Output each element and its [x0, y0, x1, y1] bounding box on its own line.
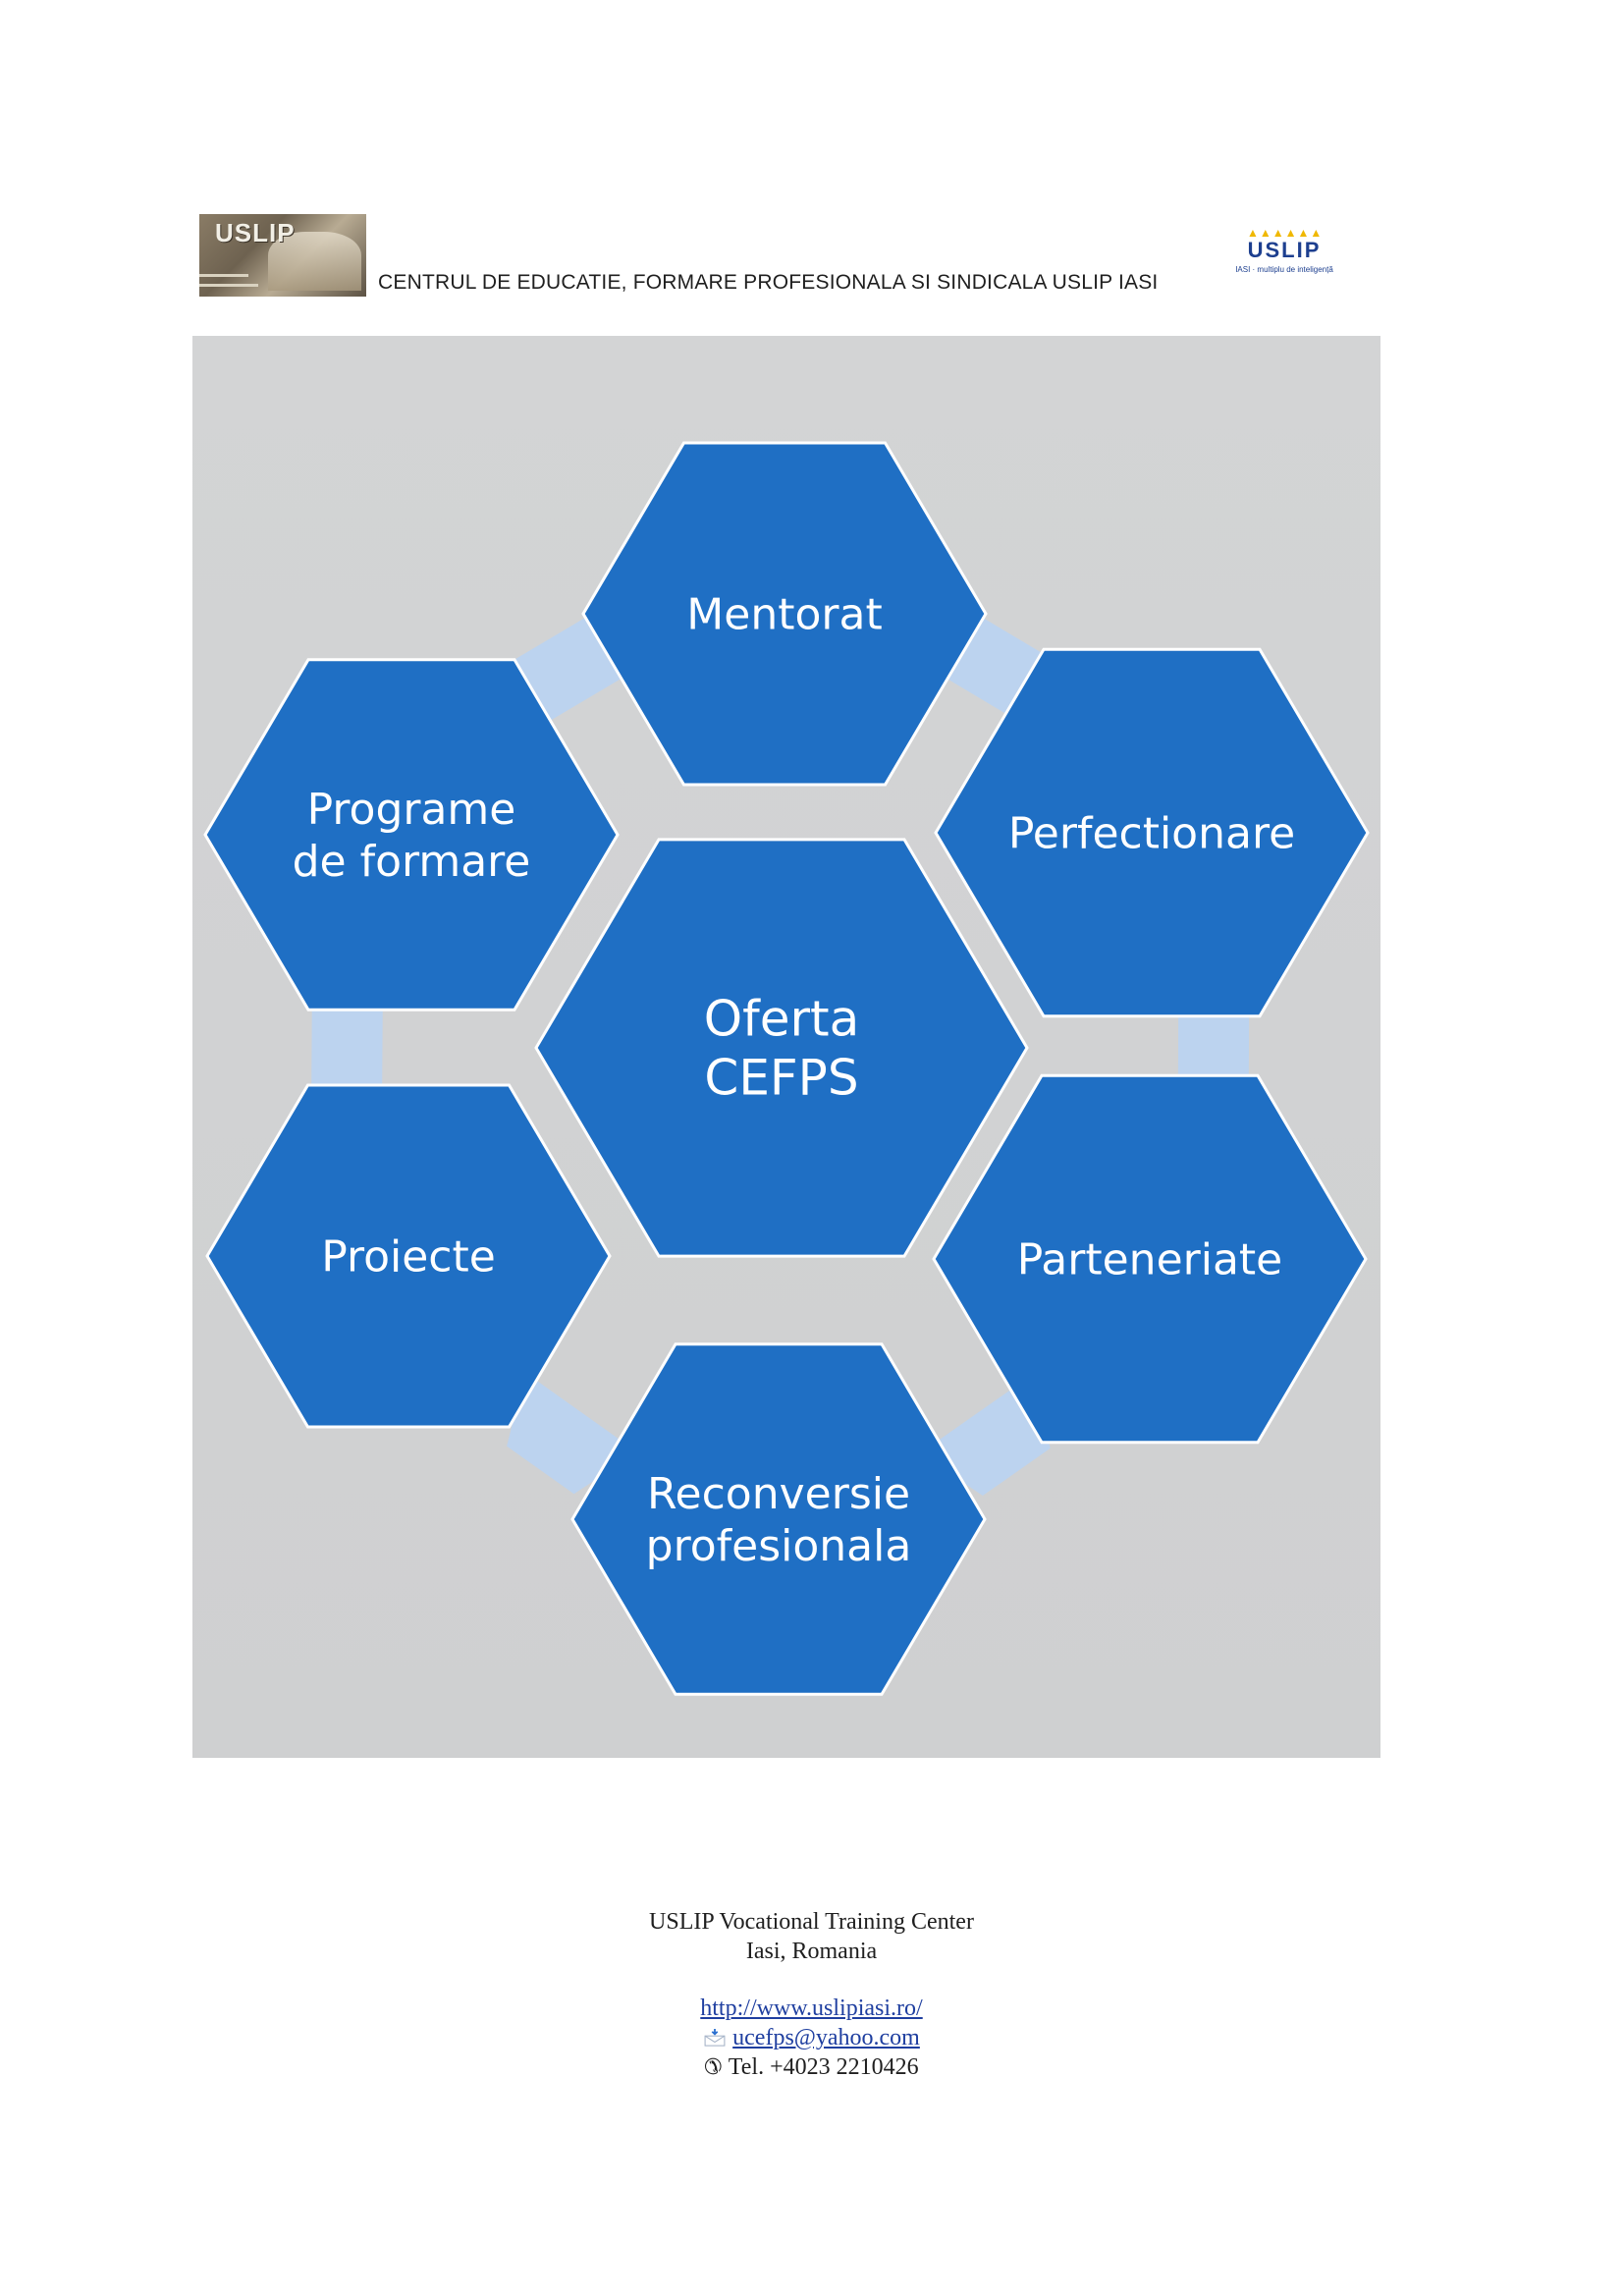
hexagon-label: de formare [293, 837, 531, 887]
hexagon-label: Parteneriate [1017, 1234, 1283, 1285]
hexagon-shape [203, 658, 620, 1011]
uslip-book-logo: USLIP [199, 214, 366, 297]
right-logo-tagline-text: multiplu de inteligență [1257, 265, 1333, 274]
phone-icon: ✆ [704, 2054, 723, 2079]
hexagon-shape [570, 1342, 987, 1696]
logo-stripe [199, 284, 258, 287]
footer-location: Iasi, Romania [745, 1939, 878, 1964]
header-title: CENTRUL DE EDUCATIE, FORMARE PROFESIONAL… [378, 271, 1159, 294]
right-logo-brand: USLIP [1247, 238, 1322, 262]
hexagon-shape [934, 647, 1370, 1018]
website-link[interactable]: http://www.uslipiasi.ro/ [700, 1995, 923, 2021]
node-hexagon-perfectionare: Perfectionare [934, 647, 1370, 1018]
book-image [268, 232, 361, 291]
email-link[interactable]: ucefps@yahoo.com [732, 2025, 920, 2050]
hexagon-label: CEFPS [704, 1050, 858, 1107]
node-hexagon-parteneriate: Parteneriate [932, 1073, 1368, 1445]
hexagon-shape [581, 441, 988, 787]
hexagon-label: Perfectionare [1008, 808, 1295, 858]
hexagon-label: Proiecte [321, 1231, 496, 1282]
hexagon-label: profesionala [646, 1521, 912, 1571]
hexagons: MentoratPerfectionareParteneriateReconve… [203, 441, 1370, 1696]
right-logo-subtitle: IASI [1235, 265, 1251, 274]
hexagon-label: Reconversie [647, 1469, 910, 1519]
left-logo-text: USLIP [215, 218, 296, 247]
crown-icon: ▲▲▲▲▲▲ [1247, 226, 1324, 240]
footer: USLIP Vocational Training Center Iasi, R… [0, 1907, 1623, 2082]
phone-text: Tel. +4023 2210426 [728, 2054, 919, 2080]
hexagon-label: Oferta [704, 991, 860, 1048]
hexagon-shape [205, 1083, 612, 1429]
right-logo-tagline: IASI · multiplu de inteligență [1235, 265, 1333, 274]
hexagon-shape [932, 1073, 1368, 1445]
mail-icon [704, 2029, 726, 2047]
hexagon-diagram: MentoratPerfectionareParteneriateReconve… [203, 441, 1370, 1696]
hexagon-label: Mentorat [686, 589, 882, 639]
footer-org: USLIP Vocational Training Center [649, 1909, 974, 1935]
uslip-brand-logo: ▲▲▲▲▲▲ USLIP IASI · multiplu de intelige… [1206, 226, 1363, 285]
node-hexagon-proiecte: Proiecte [205, 1083, 612, 1429]
hexagon-label: Programe [307, 785, 516, 835]
logo-stripe [199, 274, 248, 277]
hexagon-shape [534, 838, 1029, 1258]
node-hexagon-mentorat: Mentorat [581, 441, 988, 787]
